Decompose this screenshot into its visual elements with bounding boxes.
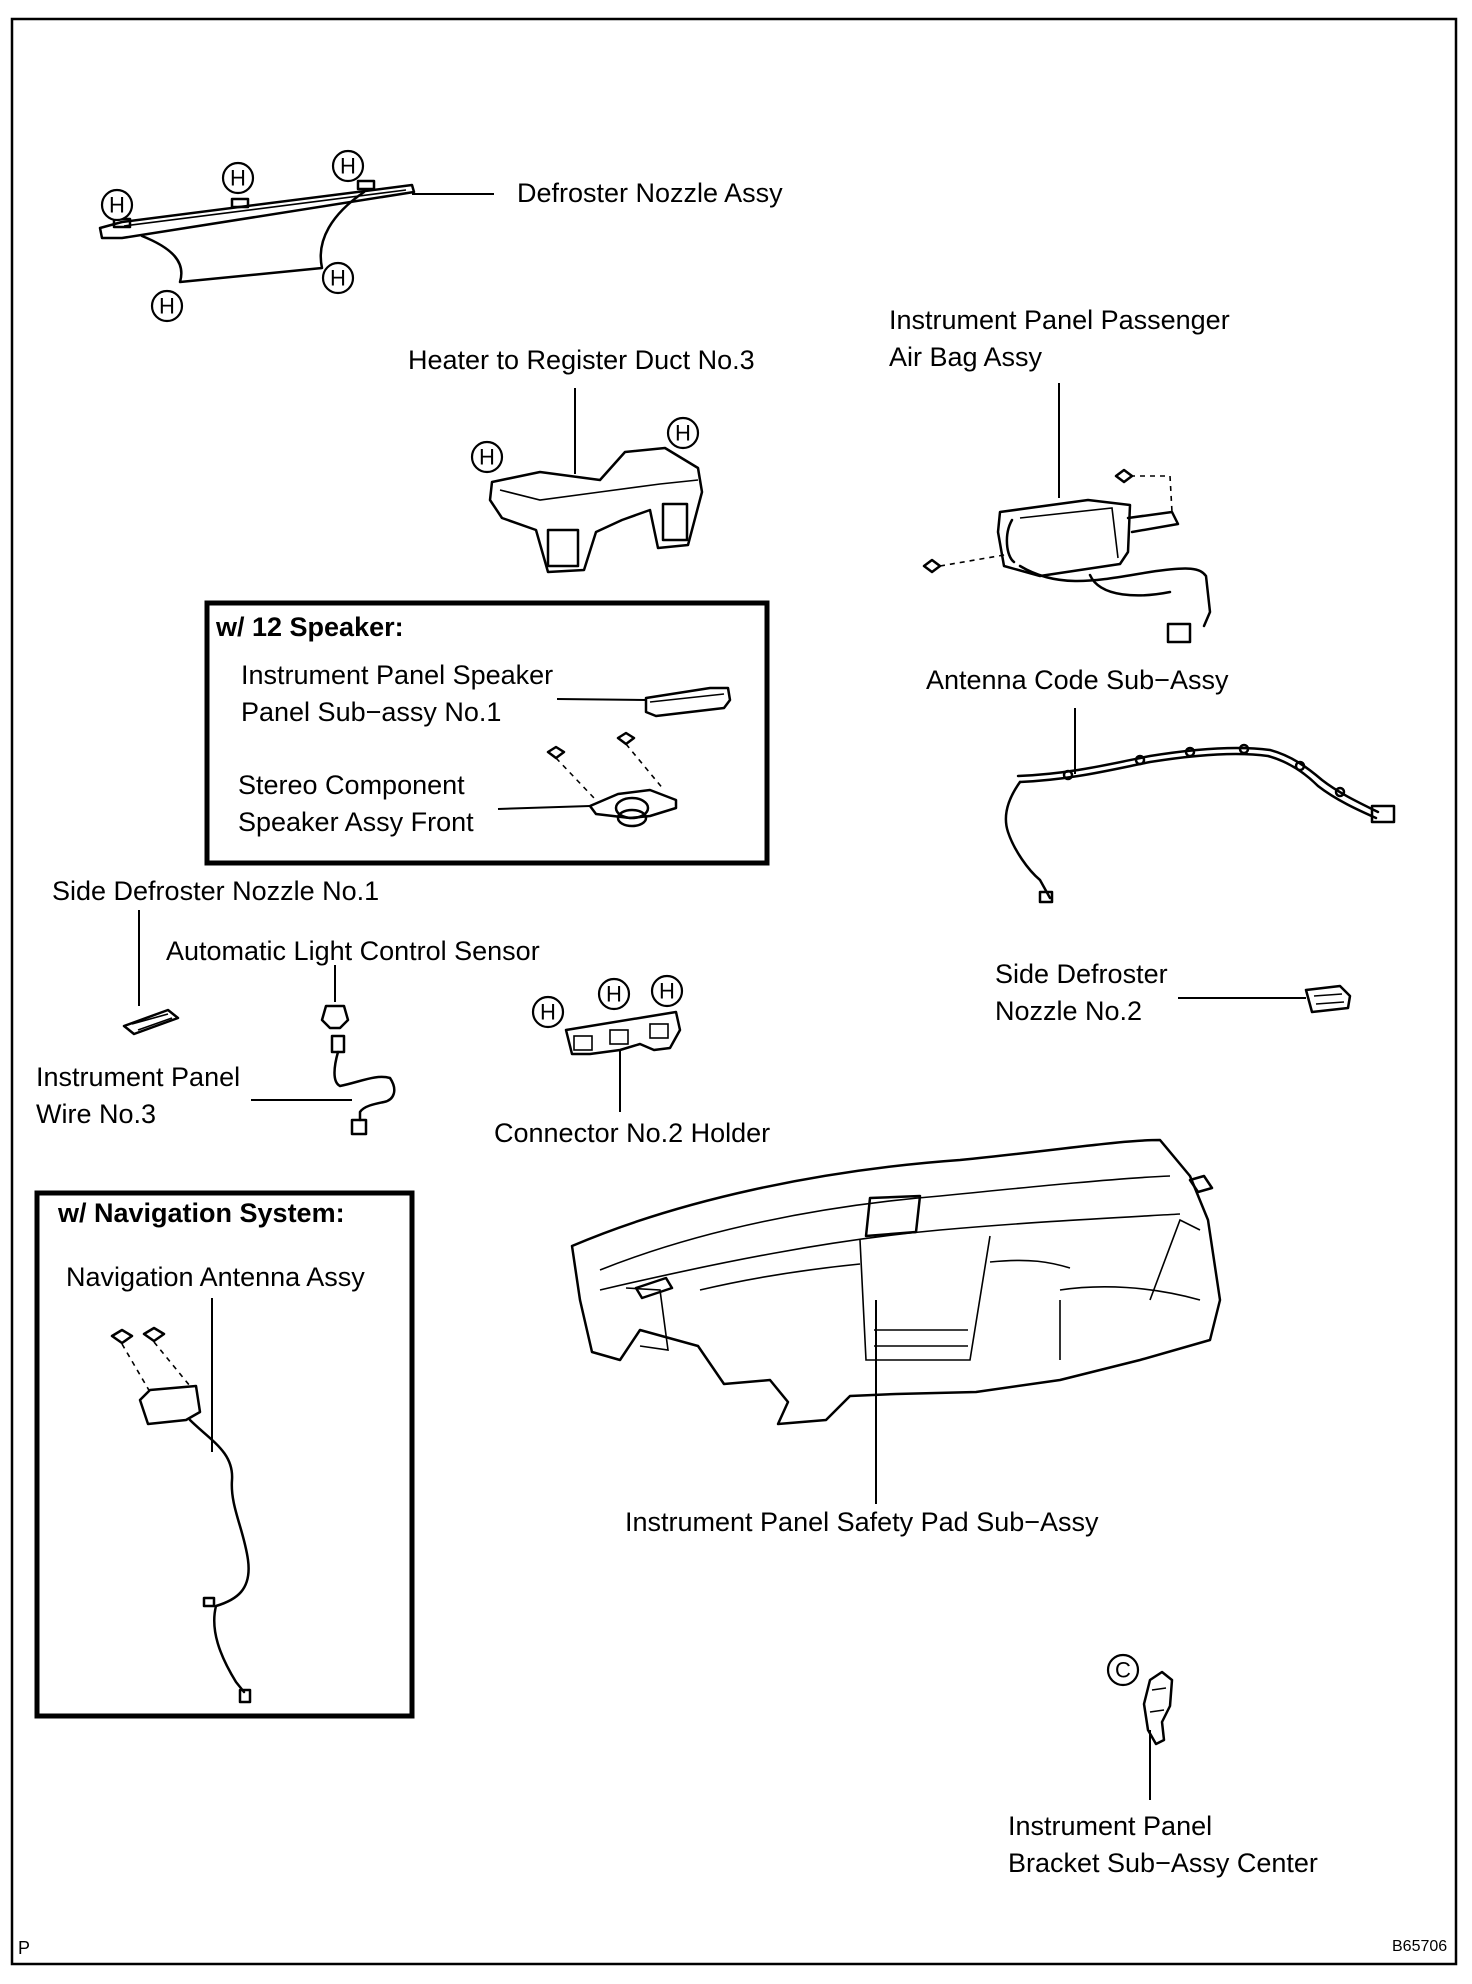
- svg-text:H: H: [159, 294, 175, 319]
- label-antenna-code: Antenna Code Sub−Assy: [926, 665, 1229, 695]
- label-heater-duct: Heater to Register Duct No.3: [408, 345, 755, 375]
- stereo-speaker-figure: [497, 731, 678, 828]
- svg-text:H: H: [109, 193, 125, 218]
- svg-text:H: H: [606, 982, 622, 1007]
- svg-text:H: H: [659, 979, 675, 1004]
- h-marker-icon: H: [100, 188, 134, 222]
- label-bracket-line2: Bracket Sub−Assy Center: [1008, 1848, 1318, 1878]
- connector-holder-figure: [564, 1010, 682, 1112]
- c-marker-icon: C: [1106, 1653, 1140, 1687]
- label-speaker-panel-line2: Panel Sub−assy No.1: [241, 697, 502, 727]
- defroster-nozzle-figure: [98, 179, 494, 284]
- label-speaker-panel-line1: Instrument Panel Speaker: [241, 660, 554, 690]
- heater-duct-figure: [488, 388, 704, 574]
- speaker-panel-figure: [556, 686, 732, 718]
- svg-text:H: H: [230, 166, 246, 191]
- label-safety-pad: Instrument Panel Safety Pad Sub−Assy: [625, 1507, 1099, 1537]
- light-sensor-figure: [251, 965, 396, 1136]
- antenna-code-figure: [1004, 708, 1396, 904]
- label-side-defroster-1: Side Defroster Nozzle No.1: [52, 876, 380, 906]
- navigation-box-frame: [34, 1190, 415, 1719]
- h-marker-icon: H: [470, 440, 504, 474]
- nav-antenna-figure: [110, 1298, 252, 1704]
- label-connector-holder: Connector No.2 Holder: [494, 1118, 771, 1148]
- label-airbag-line2: Air Bag Assy: [889, 342, 1043, 372]
- h-marker-icon: H: [531, 995, 565, 1029]
- h-marker-icon: H: [666, 416, 700, 450]
- label-stereo-line2: Speaker Assy Front: [238, 807, 474, 837]
- speaker-box-title: w/ 12 Speaker:: [216, 612, 404, 642]
- airbag-figure: [922, 383, 1212, 644]
- label-wire-line2: Wire No.3: [36, 1099, 157, 1129]
- h-marker-icon: H: [150, 289, 184, 323]
- label-side-defroster-2-line2: Nozzle No.2: [995, 996, 1143, 1026]
- side-defroster-1-figure: [122, 910, 180, 1036]
- label-side-defroster-2-line1: Side Defroster: [995, 959, 1168, 989]
- label-light-sensor: Automatic Light Control Sensor: [166, 936, 540, 966]
- corner-code-left: P: [18, 1938, 31, 1958]
- svg-text:H: H: [340, 154, 356, 179]
- label-defroster-nozzle: Defroster Nozzle Assy: [517, 178, 783, 208]
- svg-text:H: H: [330, 266, 346, 291]
- label-airbag-line1: Instrument Panel Passenger: [889, 305, 1230, 335]
- label-wire-line1: Instrument Panel: [36, 1062, 241, 1092]
- h-marker-icon: H: [597, 977, 631, 1011]
- page-frame: [10, 17, 1458, 1966]
- figure-code: B65706: [1392, 1938, 1448, 1955]
- safety-pad-figure: [570, 1138, 1222, 1504]
- h-marker-icon: H: [331, 149, 365, 183]
- navigation-box-title: w/ Navigation System:: [58, 1198, 345, 1228]
- label-stereo-line1: Stereo Component: [238, 770, 465, 800]
- label-bracket-line1: Instrument Panel: [1008, 1811, 1213, 1841]
- svg-text:H: H: [675, 421, 691, 446]
- label-nav-antenna: Navigation Antenna Assy: [66, 1262, 365, 1292]
- h-marker-icon: H: [321, 261, 355, 295]
- svg-text:C: C: [1115, 1658, 1131, 1683]
- speaker-box-frame: [204, 600, 770, 866]
- h-marker-icon: H: [650, 974, 684, 1008]
- h-marker-icon: H: [221, 161, 255, 195]
- svg-text:H: H: [540, 1000, 556, 1025]
- svg-text:H: H: [479, 445, 495, 470]
- side-defroster-2-figure: [1178, 984, 1352, 1014]
- bracket-center-figure: [1142, 1670, 1174, 1800]
